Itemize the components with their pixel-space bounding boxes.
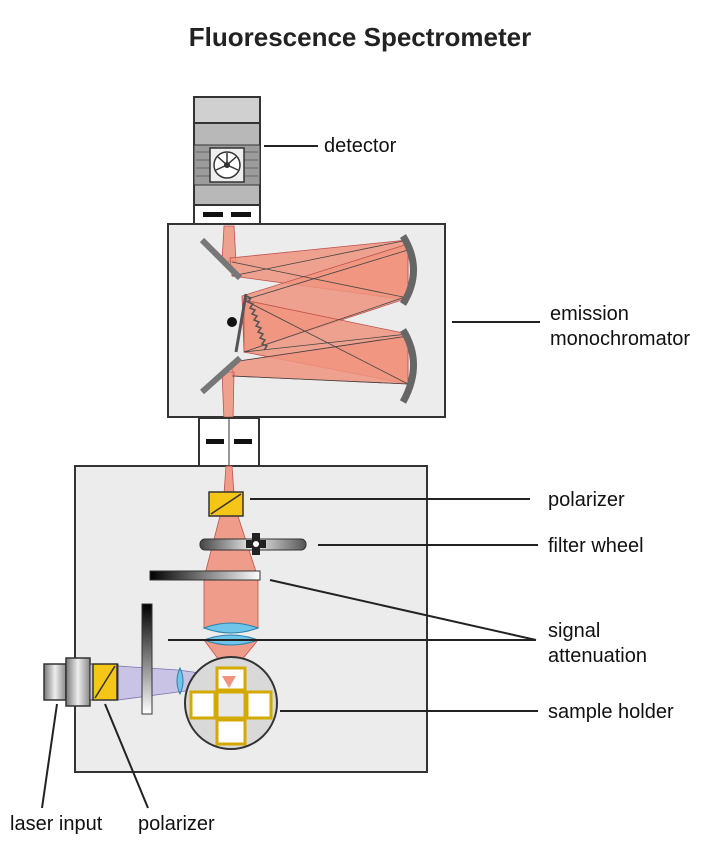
flat-mirror-top <box>199 237 243 281</box>
concave-mirror-top <box>399 234 417 306</box>
sample-holder-label: sample holder <box>548 701 674 723</box>
flat-mirror-bottom <box>199 355 243 395</box>
signal-label-line2: attenuation <box>548 645 647 667</box>
detector-unit <box>193 96 261 226</box>
laser-input-label: laser input <box>10 813 103 835</box>
concave-mirror-bottom <box>399 328 417 404</box>
excitation-lens <box>176 666 184 696</box>
polarizer-top-label: polarizer <box>548 489 625 511</box>
monochromator-ray-lines <box>231 239 409 385</box>
filter-wheel-label: filter wheel <box>548 535 644 557</box>
sample-holder <box>184 656 278 750</box>
diffraction-grating <box>227 293 269 353</box>
exit-slit <box>198 417 260 467</box>
diagram-title: Fluorescence Spectrometer <box>189 22 531 52</box>
signal-label-line1: signal <box>548 620 600 642</box>
polarizer-bottom <box>92 663 118 701</box>
attenuator-vertical <box>141 603 153 715</box>
polarizer-bottom-label: polarizer <box>138 813 215 835</box>
signal-leader-upper <box>269 579 537 641</box>
attenuator-horizontal <box>149 570 261 581</box>
polarizer-top <box>208 491 244 517</box>
polarizer-bottom-leader <box>104 703 149 809</box>
laser-input-leader <box>41 703 58 809</box>
emission-label-line2: monochromator <box>550 328 690 350</box>
emission-label-line1: emission <box>550 303 629 325</box>
detector-label: detector <box>324 135 397 157</box>
filter-wheel <box>199 533 307 555</box>
